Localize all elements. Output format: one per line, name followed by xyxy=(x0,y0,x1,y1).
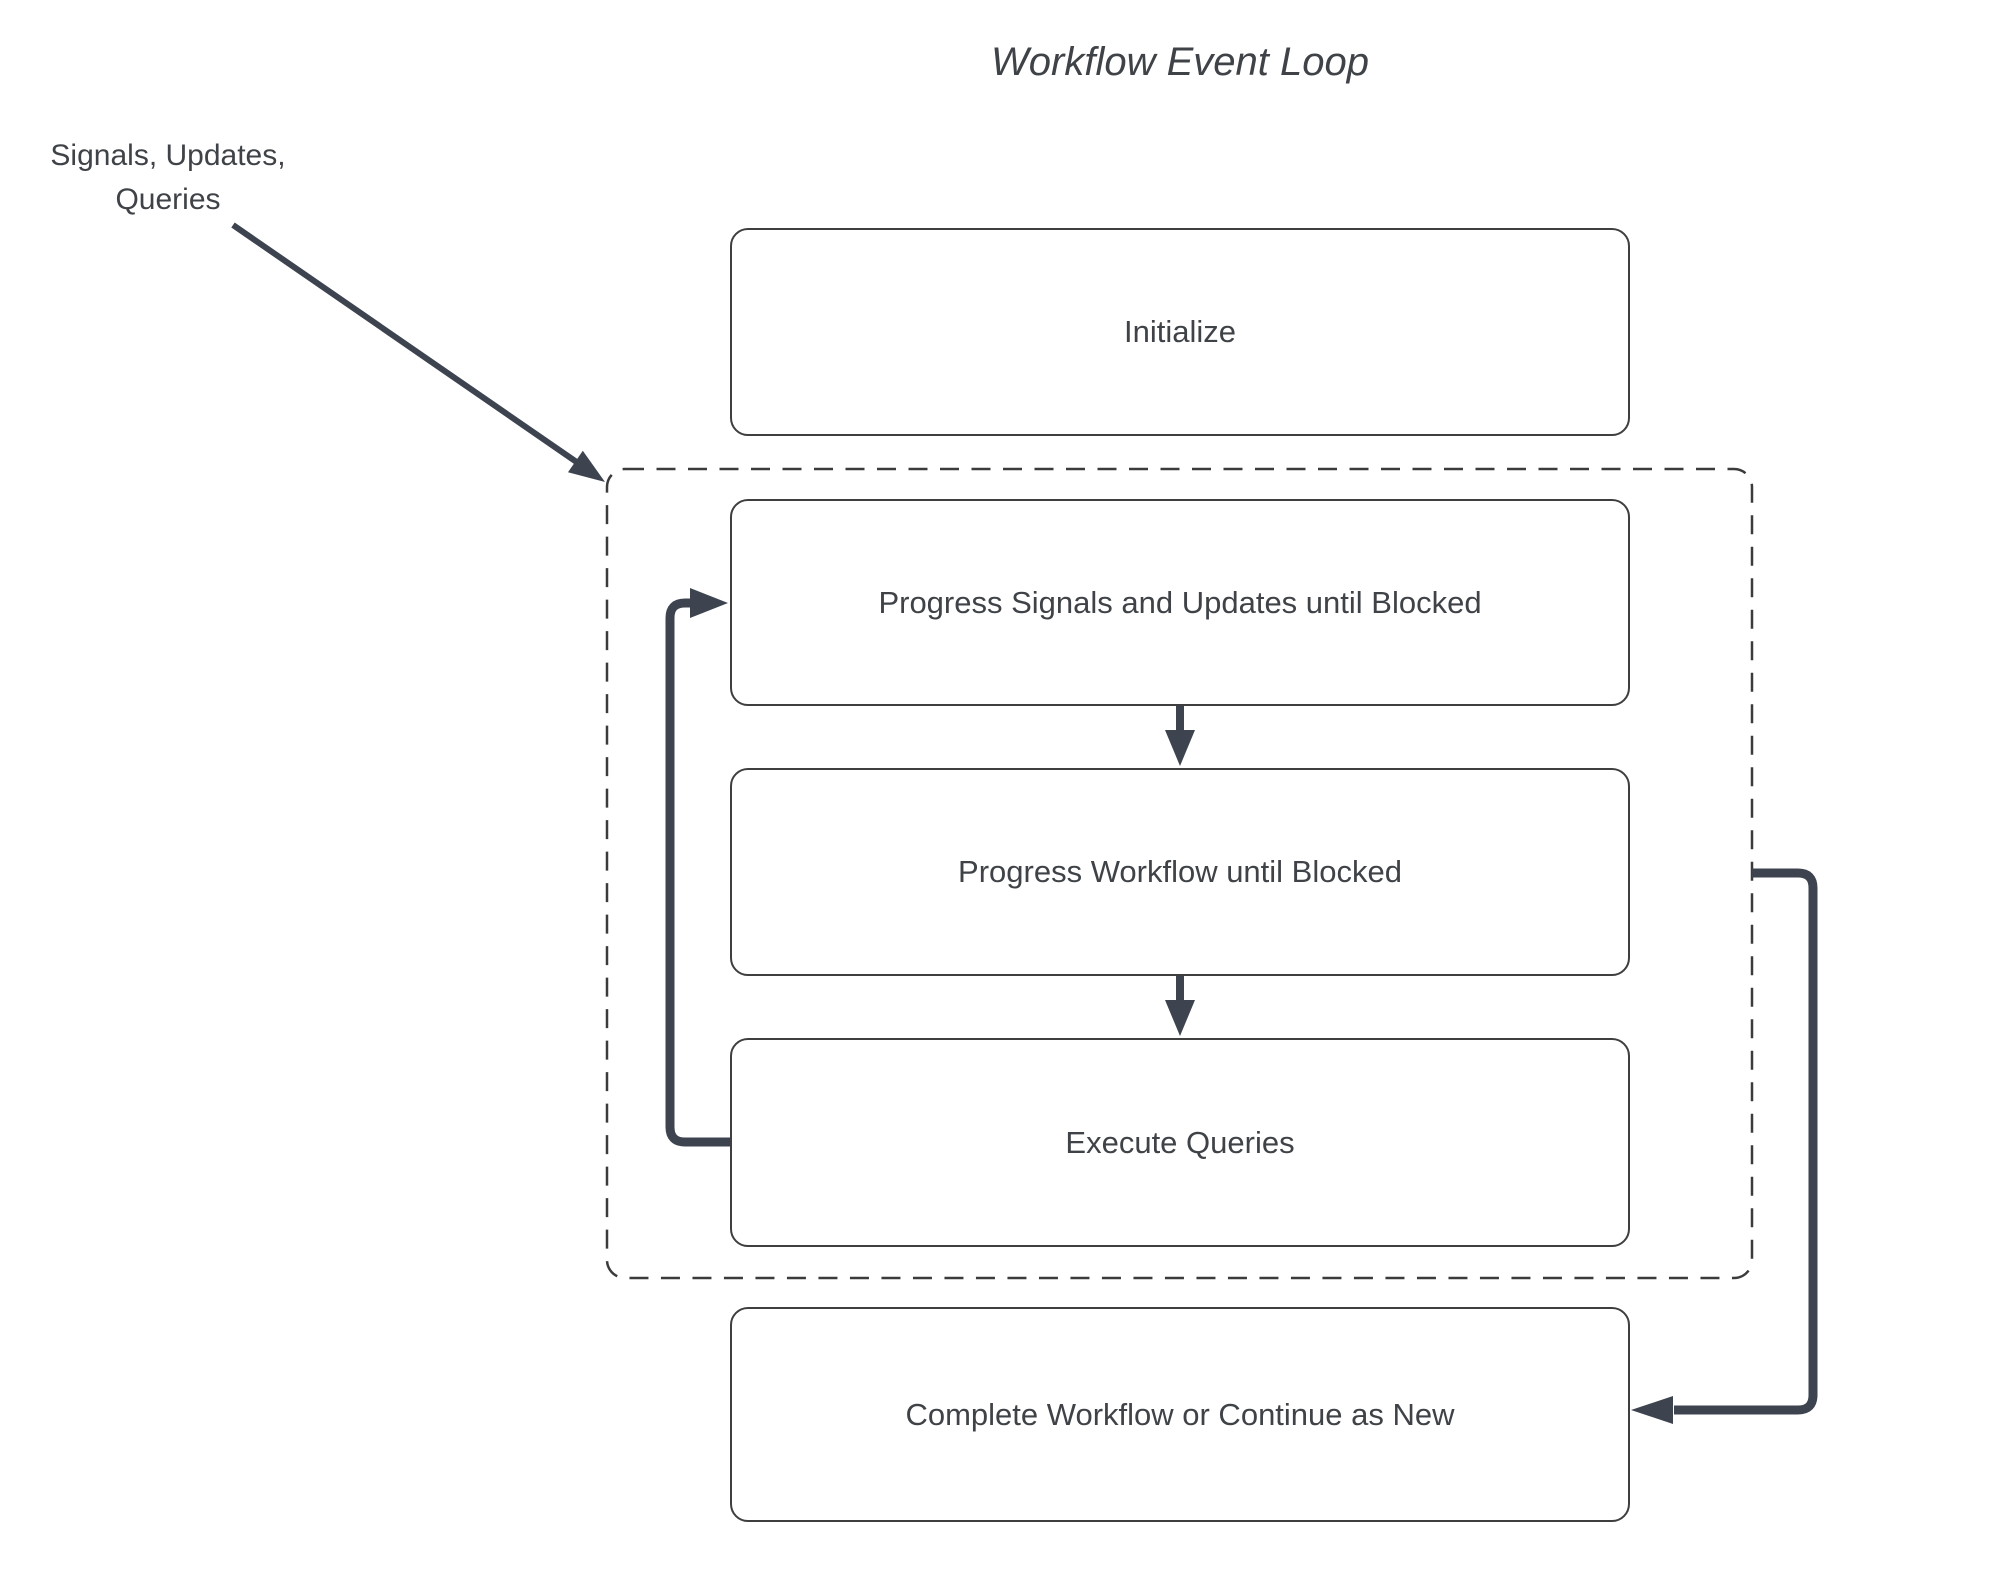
node-execute-queries-label: Execute Queries xyxy=(1065,1124,1295,1160)
signals-input-arrow xyxy=(231,222,605,482)
down-arrowhead-icon xyxy=(1165,1000,1195,1036)
loop-back-arrow xyxy=(665,588,730,1147)
exit-loop-arrow xyxy=(1631,868,1818,1424)
node-initialize-label: Initialize xyxy=(1124,314,1236,349)
node-complete-workflow: Complete Workflow or Continue as New xyxy=(730,1307,1630,1522)
node-complete-workflow-label: Complete Workflow or Continue as New xyxy=(905,1396,1455,1432)
node-execute-queries: Execute Queries xyxy=(730,1038,1630,1247)
node-progress-workflow-label: Progress Workflow until Blocked xyxy=(958,854,1402,889)
node-initialize: Initialize xyxy=(730,228,1630,436)
signals-label-line2: Queries xyxy=(115,183,221,216)
node-progress-workflow: Progress Workflow until Blocked xyxy=(730,768,1630,976)
signals-label-line1: Signals, Updates, xyxy=(50,139,286,172)
arrow-progress-signals-to-progress-workflow xyxy=(1165,706,1195,766)
arrow-progress-workflow-to-execute-queries xyxy=(1165,976,1195,1036)
down-arrowhead-icon xyxy=(1165,730,1195,766)
right-arrowhead-icon xyxy=(690,588,728,618)
node-progress-signals-and-updates: Progress Signals and Updates until Block… xyxy=(730,499,1630,706)
node-progress-signals-label: Progress Signals and Updates until Block… xyxy=(878,584,1482,620)
signals-input-arrowhead-icon xyxy=(568,450,605,482)
signals-updates-queries-label: Signals, Updates, Queries xyxy=(18,134,318,222)
left-arrowhead-icon xyxy=(1631,1396,1673,1424)
page-title: Workflow Event Loop xyxy=(991,40,1369,84)
